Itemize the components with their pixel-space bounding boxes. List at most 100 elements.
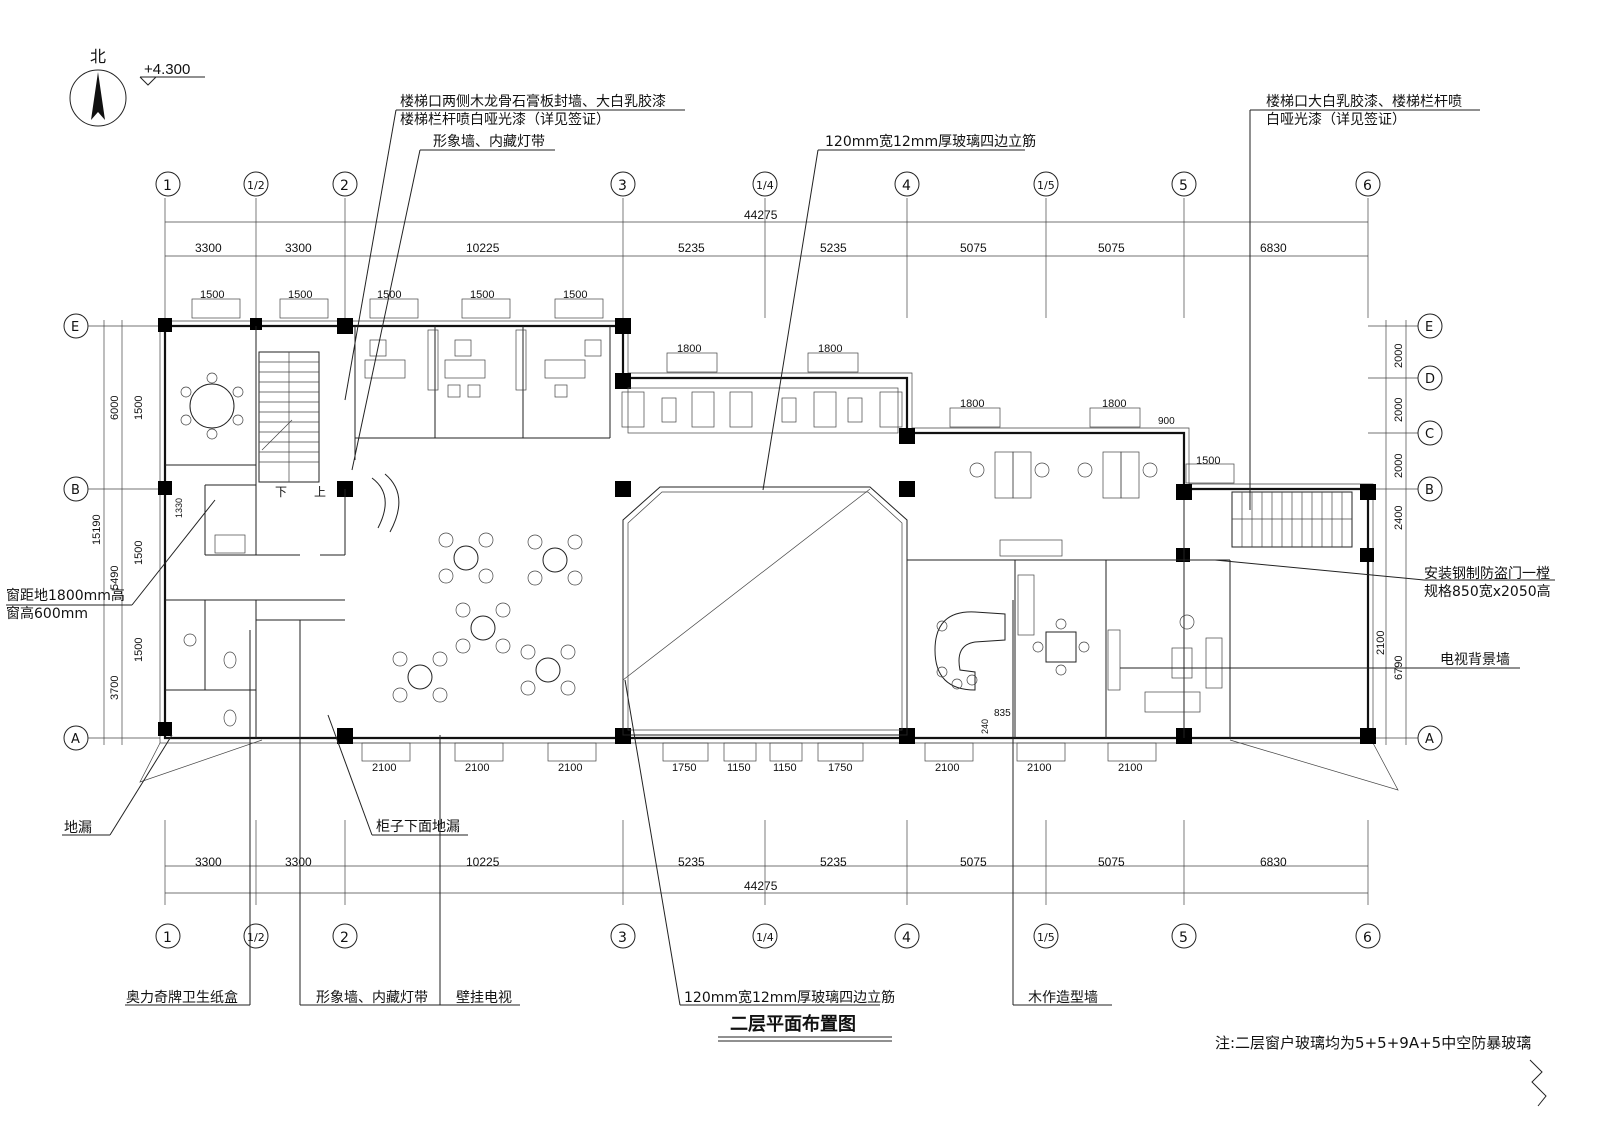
callout-glass-bottom: 120mm宽12mm厚玻璃四边立筋	[684, 989, 895, 1006]
callout-cabinet-drain: 柜子下面地漏	[376, 819, 460, 835]
axis-3-bottom: 3	[618, 930, 627, 946]
window-bottom-10: 2100	[1118, 762, 1142, 774]
bottom-total-dimension: 44275	[744, 879, 778, 893]
callout-security-door-1: 安装钢制防盗门一樘	[1424, 566, 1550, 582]
north-arrow: 北	[69, 47, 127, 127]
top-dim-2: 3300	[285, 241, 312, 255]
callout-wood-wall: 木作造型墙	[1028, 990, 1098, 1006]
right-dim-extra: 2100	[1375, 631, 1387, 655]
window-top-8: 1800	[960, 398, 984, 410]
window-tags-bottom: 2100 2100 2100 1750 1150 1150 1750 2100 …	[174, 498, 1157, 774]
top-dim-8: 6830	[1260, 241, 1287, 255]
bottom-dim-3: 10225	[466, 855, 500, 869]
window-top-6: 1800	[677, 343, 701, 355]
left-window-2: 1500	[133, 541, 145, 565]
callout-image-wall-top: 形象墙、内藏灯带	[433, 134, 545, 150]
callouts: 楼梯口两侧木龙骨石膏板封墙、大白乳胶漆 楼梯栏杆喷白哑光漆（详见签证） 形象墙、…	[6, 93, 1555, 1006]
structural-columns	[158, 318, 1376, 744]
window-bottom-9: 2100	[1027, 762, 1051, 774]
callout-floor-drain: 地漏	[64, 820, 92, 836]
axis-E-right: E	[1425, 320, 1433, 335]
left-window-3: 1500	[133, 638, 145, 662]
drawing-title-block: 二层平面布置图 注:二层窗户玻璃均为5+5+9A+5中空防暴玻璃	[718, 1013, 1531, 1052]
callout-stair-right-1: 楼梯口大白乳胶漆、楼梯栏杆喷	[1266, 93, 1462, 110]
callout-security-door-2: 规格850宽x2050高	[1424, 583, 1551, 600]
interior-partitions: 下 上	[165, 326, 1353, 738]
axis-4-bottom: 4	[902, 930, 911, 946]
furniture	[180, 339, 1223, 727]
axis-D-right: D	[1425, 372, 1435, 387]
window-top-10: 1500	[1196, 455, 1220, 467]
callout-stair-right-2: 白哑光漆（详见签证）	[1266, 111, 1406, 128]
window-top-9: 1800	[1102, 398, 1126, 410]
window-bottom-3: 2100	[558, 762, 582, 774]
axis-6-bottom: 6	[1363, 930, 1372, 946]
glass-note: 注:二层窗户玻璃均为5+5+9A+5中空防暴玻璃	[1215, 1034, 1531, 1052]
right-dim-2: 2000	[1393, 398, 1405, 422]
window-top-2: 1500	[288, 289, 312, 301]
top-dim-7: 5075	[1098, 241, 1125, 255]
axis-bubbles-bottom: 1 1/2 2 3 1/4 4 1/5 5 6	[155, 923, 1381, 949]
axis-1-2-top: 1/2	[247, 179, 265, 192]
axis-2-bottom: 2	[340, 930, 349, 946]
window-bottom-2: 2100	[465, 762, 489, 774]
callout-tissue-box: 奥力奇牌卫生纸盒	[126, 989, 238, 1006]
torn-edge-mark	[1529, 1059, 1547, 1107]
axis-1-4-bottom: 1/4	[756, 931, 774, 944]
top-dim-3: 10225	[466, 241, 500, 255]
left-dim-total: 15190	[91, 514, 103, 545]
bottom-dim-6: 5075	[960, 855, 987, 869]
bottom-dim-2: 3300	[285, 855, 312, 869]
axis-bubbles-left: E B A	[63, 313, 160, 751]
axis-E-left: E	[71, 320, 79, 335]
left-dim-2: 5490	[109, 566, 121, 590]
axis-B-right: B	[1425, 483, 1434, 498]
elevation-value: +4.300	[144, 61, 190, 78]
elevation-marker: +4.300	[139, 61, 205, 86]
window-bottom-7: 1750	[828, 762, 852, 774]
axis-2-top: 2	[340, 178, 349, 194]
bottom-dim-8: 6830	[1260, 855, 1287, 869]
axis-6-top: 6	[1363, 178, 1372, 194]
left-dim-3: 3700	[109, 676, 121, 700]
callout-stair-wall-2: 楼梯栏杆喷白哑光漆（详见签证）	[400, 111, 610, 128]
callout-window-height-1: 窗距地1800mm高	[6, 587, 125, 604]
callout-image-wall-bottom: 形象墙、内藏灯带	[316, 990, 428, 1006]
top-dim-4: 5235	[678, 241, 705, 255]
window-bottom-4: 1750	[672, 762, 696, 774]
right-dim-3: 2000	[1393, 454, 1405, 478]
axis-bubbles-top: 1 1/2 2 3 1/4 4 1/5 5 6	[155, 171, 1381, 197]
bottom-dim-7: 5075	[1098, 855, 1125, 869]
top-dim-5: 5235	[820, 241, 847, 255]
axis-4-top: 4	[902, 178, 911, 194]
axis-1-top: 1	[163, 178, 172, 194]
left-dimensions: 6000 15190 5490 3700 1500 1500 1500	[91, 396, 145, 700]
bottom-dim-5: 5235	[820, 855, 847, 869]
axis-5-bottom: 5	[1179, 930, 1188, 946]
dim-900: 900	[1158, 416, 1175, 427]
window-bottom-5: 1150	[727, 762, 751, 774]
stair-down-label: 下	[275, 485, 287, 499]
left-dim-1: 6000	[109, 396, 121, 420]
callout-window-height-2: 窗高600mm	[6, 605, 88, 622]
dim-835: 835	[994, 708, 1011, 719]
axis-C-right: C	[1425, 427, 1434, 442]
window-bottom-1: 2100	[372, 762, 396, 774]
top-dimensions: 44275 3300 3300 10225 5235 5235 5075 507…	[164, 198, 1369, 318]
axis-1-5-top: 1/5	[1037, 179, 1055, 192]
top-dim-6: 5075	[960, 241, 987, 255]
axis-1-4-top: 1/4	[756, 179, 774, 192]
window-bottom-6: 1150	[773, 762, 797, 774]
right-dim-1: 2000	[1393, 344, 1405, 368]
callout-glass-top: 120mm宽12mm厚玻璃四边立筋	[825, 133, 1036, 150]
bottom-dimensions: 3300 3300 10225 5235 5235 5075 5075 6830…	[164, 820, 1369, 905]
callout-tv-wall: 电视背景墙	[1440, 652, 1510, 668]
window-top-7: 1800	[818, 343, 842, 355]
exterior-walls	[139, 320, 1399, 791]
top-total-dimension: 44275	[744, 208, 778, 222]
stair-up-label: 上	[314, 485, 326, 499]
dim-240: 240	[980, 719, 990, 734]
axis-A-left: A	[71, 732, 80, 747]
axis-A-right: A	[1425, 732, 1434, 747]
